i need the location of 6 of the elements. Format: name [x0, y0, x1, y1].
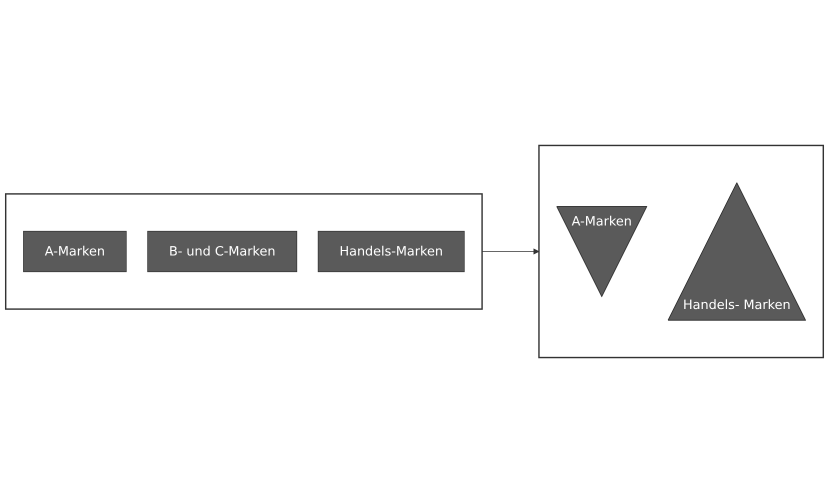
node-box: A-Marken [23, 230, 127, 272]
cluster [538, 144, 824, 358]
cluster [4, 193, 483, 310]
arrow [482, 248, 540, 255]
node-box: Handels-Marken [318, 230, 465, 272]
node-box: B- und C-Marken [147, 230, 298, 272]
